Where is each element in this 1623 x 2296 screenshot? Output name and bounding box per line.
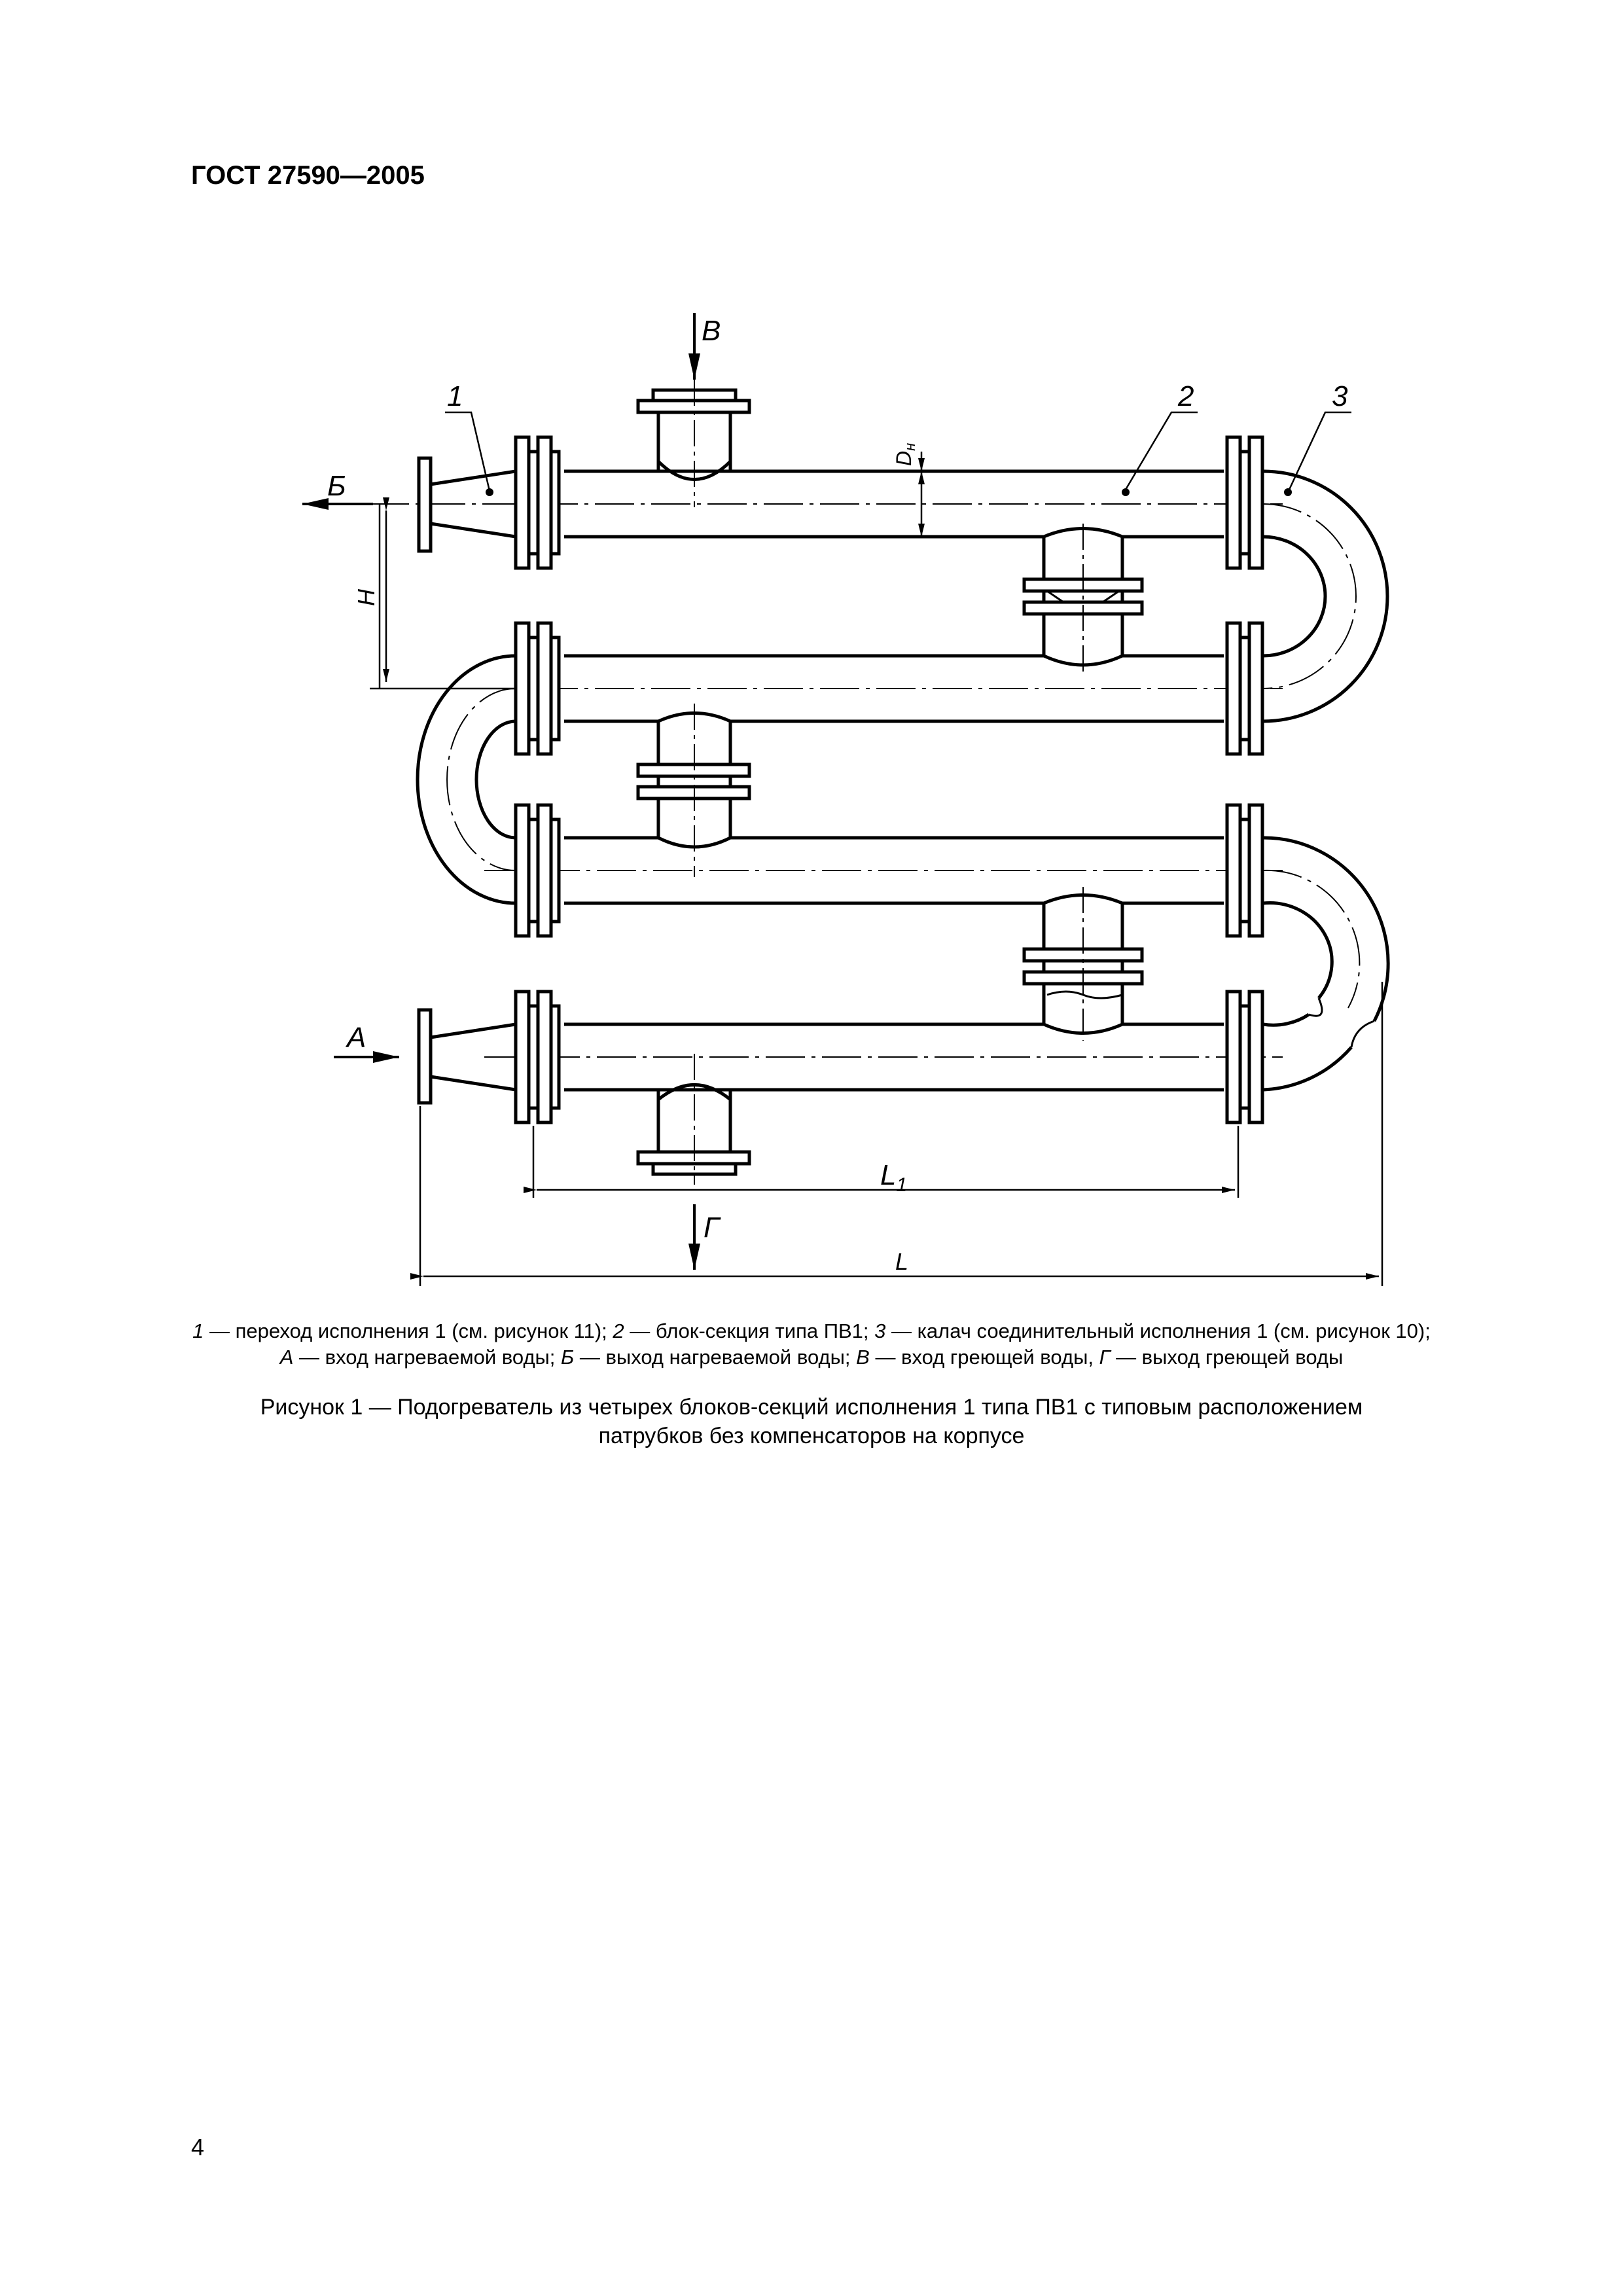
transition-outlet-B: [417, 456, 516, 553]
page-number: 4: [191, 2134, 205, 2161]
legend-text-V: — вход греющей воды,: [869, 1346, 1099, 1369]
dimension-L: [410, 982, 1383, 1286]
legend-num-2: 2: [613, 1319, 624, 1342]
legend-text-A: — вход нагреваемой воды;: [293, 1346, 562, 1369]
heater-drawing: 1 2 3 В Г Б А L1 L H Dн: [302, 313, 1390, 1286]
legend-text-G: — выход греющей воды: [1110, 1346, 1344, 1369]
leader-label-2: 2: [1177, 380, 1194, 412]
return-bend-right-upper: [1262, 469, 1389, 723]
flow-label-V: В: [702, 315, 721, 347]
leader-line-2: [1124, 411, 1198, 490]
flange-left-2: [514, 621, 561, 756]
flange-left-1: [514, 435, 561, 570]
figure-legend-line-2: А — вход нагреваемой воды; Б — выход наг…: [131, 1344, 1492, 1371]
dimension-label-Dn: Dн: [892, 443, 918, 466]
flow-label-G: Г: [704, 1211, 721, 1244]
legend-num-V: В: [856, 1346, 870, 1369]
legend-text-1: — переход исполнения 1 (см. рисунок 11);: [204, 1319, 613, 1342]
leader-label-1: 1: [447, 380, 463, 412]
legend-num-1: 1: [192, 1319, 204, 1342]
flange-right-4: [1225, 990, 1264, 1124]
legend-num-B: Б: [561, 1346, 575, 1369]
flow-label-B: Б: [327, 470, 346, 502]
dimension-Dn: [903, 452, 942, 537]
flange-left-4: [514, 990, 561, 1124]
legend-text-2: — блок-секция типа ПВ1;: [624, 1319, 875, 1342]
flange-right-1: [1225, 435, 1264, 570]
legend-num-3: 3: [874, 1319, 886, 1342]
document-number: ГОСТ 27590—2005: [191, 161, 425, 190]
dimension-H: [370, 497, 516, 690]
leader-label-3: 3: [1332, 380, 1348, 412]
figure-legend-line-1: 1 — переход исполнения 1 (см. рисунок 11…: [131, 1318, 1492, 1344]
return-bend-left: [416, 654, 516, 905]
nozzle-connector-3: [1022, 893, 1144, 1035]
return-bend-right-lower: [1262, 836, 1390, 1092]
flange-left-3: [514, 803, 561, 938]
flange-right-3: [1225, 803, 1264, 938]
leader-line-1: [445, 411, 491, 492]
legend-num-A: А: [279, 1346, 294, 1369]
dimension-label-L: L: [895, 1248, 908, 1275]
dimension-label-H: H: [353, 588, 380, 606]
dimension-label-L1: L1: [880, 1159, 907, 1196]
legend-text-3: — калач соединительный исполнения 1 (см.…: [885, 1319, 1431, 1342]
dimension-L1: [524, 1126, 1240, 1198]
figure-caption-line-2: патрубков без компенсаторов на корпусе: [598, 1424, 1025, 1448]
transition-inlet-A: [417, 1008, 516, 1105]
figure-caption-line-1: Рисунок 1 — Подогреватель из четырех бло…: [260, 1395, 1363, 1420]
flow-label-A: А: [345, 1022, 366, 1054]
leader-line-3: [1288, 411, 1351, 490]
flange-right-2: [1225, 621, 1264, 756]
nozzle-connector-2: [636, 711, 751, 849]
legend-text-B: — выход нагреваемой воды;: [574, 1346, 857, 1369]
legend-num-G: Г: [1099, 1346, 1111, 1369]
